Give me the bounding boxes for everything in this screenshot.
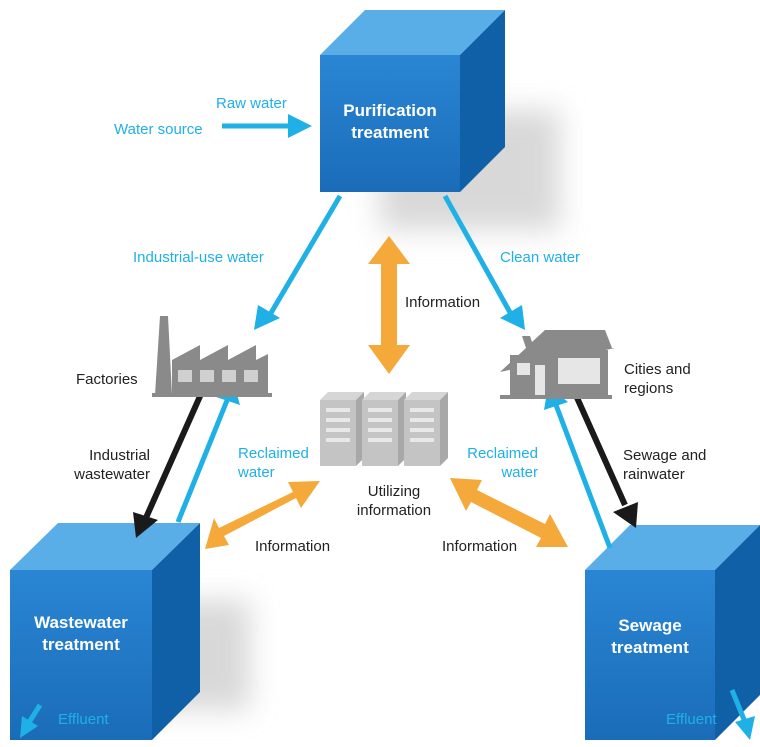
raw-water-label: Raw water <box>216 95 287 112</box>
reclaimed-left-line1: Reclaimed <box>238 445 309 462</box>
reclaimed-water-right-label: Reclaimed water <box>466 444 538 482</box>
purification-box <box>320 10 505 192</box>
industrial-wastewater-arrow <box>142 383 208 522</box>
effluent-right-arrow <box>729 689 748 723</box>
industrial-wastewater-line1: Industrial <box>89 447 150 464</box>
effluent-left-arrow <box>25 703 43 726</box>
industrial-wastewater-label: Industrial wastewater <box>66 446 150 484</box>
clean-water-arrow <box>442 194 515 318</box>
reclaimed-water-left-label: Reclaimed water <box>238 444 309 482</box>
factories-label: Factories <box>76 371 138 388</box>
server-rack-3 <box>404 392 448 466</box>
purification-title-line2: treatment <box>351 123 429 142</box>
utilizing-line1: Utilizing <box>367 483 421 500</box>
water-arrows <box>20 114 755 740</box>
factory-icon <box>152 316 272 397</box>
information-left-label: Information <box>255 538 331 555</box>
information-top-label: Information <box>405 294 481 311</box>
information-right-arrow <box>450 478 568 547</box>
sewage-rainwater-line2: rainwater <box>623 466 685 483</box>
information-right-label: Information <box>442 538 518 555</box>
sewage-box-title: Sewage treatment <box>585 615 715 659</box>
server-icon <box>320 392 448 466</box>
reclaimed-right-line1: Reclaimed <box>467 445 538 462</box>
effluent-left-label: Effluent <box>58 711 109 728</box>
information-left-arrow <box>205 481 320 549</box>
sewage-rainwater-arrow <box>567 380 628 507</box>
purification-title-line1: Purification <box>343 101 437 120</box>
industrial-use-water-arrow <box>265 194 343 320</box>
house-icon <box>500 330 615 399</box>
server-rack-1 <box>320 392 364 466</box>
utilizing-information-label: Utilizing information <box>346 482 442 520</box>
reclaimed-right-line2: water <box>501 464 538 481</box>
sewage-rainwater-label: Sewage and rainwater <box>623 446 706 484</box>
purification-box-title: Purification treatment <box>320 100 460 144</box>
purification-box-side <box>460 10 505 192</box>
cities-label-line1: Cities and <box>624 361 691 378</box>
wastewater-box-title: Wastewater treatment <box>10 612 152 656</box>
cities-label-line2: regions <box>624 380 674 397</box>
water-source-label: Water source <box>114 121 203 138</box>
reclaimed-left-line2: water <box>238 464 275 481</box>
purification-box-top <box>320 10 505 55</box>
industrial-use-water-label: Industrial-use water <box>133 249 264 266</box>
sewage-title-line1: Sewage <box>618 616 682 635</box>
sewage-box <box>585 525 760 740</box>
server-rack-2 <box>362 392 406 466</box>
purification-box-front <box>320 55 460 192</box>
cities-label: Cities and regions <box>624 360 691 398</box>
information-arrows <box>205 236 568 549</box>
clean-water-label: Clean water <box>500 249 581 266</box>
wastewater-title-line1: Wastewater <box>34 613 128 632</box>
reclaimed-water-left-arrow <box>175 397 231 523</box>
wastewater-title-line2: treatment <box>42 635 120 654</box>
information-top-arrow <box>368 236 410 374</box>
effluent-right-label: Effluent <box>666 711 717 728</box>
reclaimed-water-right-arrow <box>553 404 613 549</box>
sewage-rainwater-line1: Sewage and <box>623 447 707 464</box>
industrial-wastewater-line2: wastewater <box>74 466 150 483</box>
wastewater-arrows <box>133 380 638 538</box>
utilizing-line2: information <box>356 502 432 519</box>
sewage-title-line2: treatment <box>611 638 689 657</box>
